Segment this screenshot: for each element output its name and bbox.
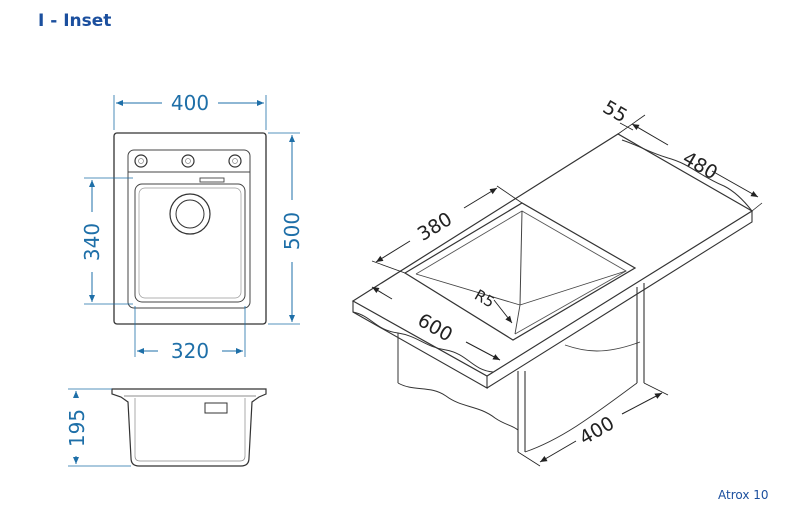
overflow-slot xyxy=(199,177,225,183)
bowl-width-dimension-label: 320 xyxy=(171,339,209,363)
tap-hole-icon xyxy=(228,154,242,168)
sink-section-outline xyxy=(111,388,267,467)
sink-outline xyxy=(113,132,267,325)
bowl-height-dimension-label: 340 xyxy=(80,223,104,261)
bowl-outline xyxy=(134,183,246,303)
cabinet-dimension-label: 400 xyxy=(576,412,618,449)
section-view: 195 xyxy=(65,388,267,467)
tap-hole-icon xyxy=(181,154,195,168)
depth-dimension-label: 195 xyxy=(65,409,89,447)
bowl-opening xyxy=(403,202,637,341)
side-dimension-label: 480 xyxy=(679,147,721,184)
sink-inner-outline xyxy=(127,149,251,309)
overflow-section xyxy=(204,402,228,414)
height-dimension-label: 500 xyxy=(280,212,304,250)
page-title: I - Inset xyxy=(38,11,112,31)
model-name: Atrox 10 xyxy=(718,488,769,502)
width-dimension-label: 400 xyxy=(171,91,209,115)
radius-label: R5 xyxy=(471,286,497,312)
top-view: 400 500 340 320 xyxy=(80,91,304,363)
top-edge-dimension-label: 55 xyxy=(599,96,631,127)
tap-hole-icon xyxy=(134,154,148,168)
isometric-view: 480 55 380 R5 600 400 xyxy=(351,96,763,467)
